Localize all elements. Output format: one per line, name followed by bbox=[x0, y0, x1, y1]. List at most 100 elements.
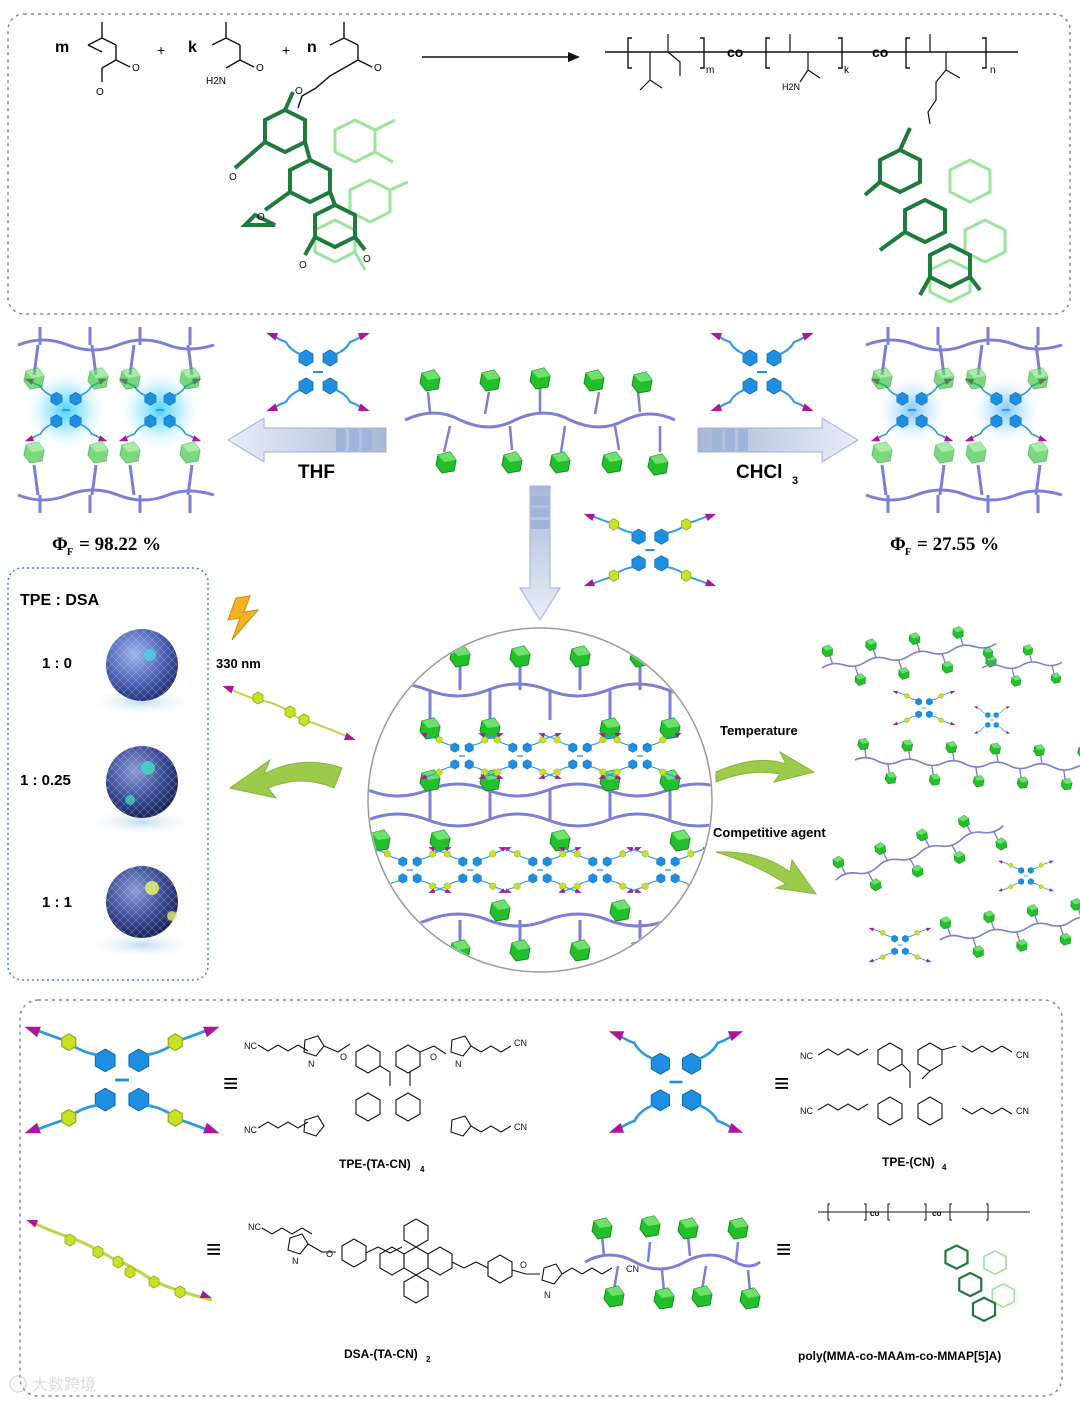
network-thf bbox=[17, 322, 215, 513]
label-text: DSA-(TA-CN) bbox=[344, 1347, 418, 1361]
disassembled-competitive bbox=[829, 805, 1080, 964]
legend-label-tpe-cn: TPE-(CN) 4 bbox=[882, 1155, 947, 1172]
label-text: TPE-(CN) bbox=[882, 1155, 935, 1169]
label-text: Φ bbox=[890, 534, 906, 555]
o-label-2: O bbox=[96, 87, 104, 98]
green-arrow-temperature bbox=[715, 750, 816, 783]
dsa-molecule-small bbox=[220, 682, 358, 744]
legend-tpe-ta-cn-atoms: NC CN NC CN O O N N bbox=[244, 1038, 527, 1135]
legend-tpe-cn-structure bbox=[817, 1042, 1013, 1126]
green-arrow-left bbox=[228, 758, 343, 799]
scheme-box bbox=[7, 13, 1071, 315]
solvent-chcl-sub: 3 bbox=[792, 475, 798, 487]
plus-2: + bbox=[282, 42, 290, 58]
sub-m: m bbox=[706, 65, 714, 76]
legend-n-1: N bbox=[308, 1059, 315, 1069]
legend-polymer-structure: co co bbox=[818, 1203, 1030, 1323]
monomer-mma: m O O + bbox=[55, 22, 165, 98]
legend-box bbox=[19, 999, 1063, 1397]
legend-n-3: N bbox=[292, 1256, 299, 1266]
legend-n-2: N bbox=[455, 1059, 462, 1069]
legend-label-polymer: poly(MMA-co-MAAm-co-MMAP[5]A) bbox=[798, 1349, 1001, 1363]
polymer-chain-center bbox=[404, 367, 676, 476]
legend-o-3: O bbox=[326, 1249, 333, 1259]
ratio-2: 1 : 0.25 bbox=[20, 772, 71, 789]
equiv-3: ≡ bbox=[206, 1234, 221, 1264]
legend-co-1: co bbox=[870, 1209, 879, 1218]
legend-label-dsa: DSA-(TA-CN) 2 bbox=[344, 1347, 431, 1364]
pillararene-structure-left: O O O O O bbox=[229, 86, 409, 271]
legend-nc-3: NC bbox=[800, 1051, 813, 1061]
legend-tpe-cn-atoms: NC CN NC CN bbox=[800, 1050, 1029, 1116]
legend-cn-1: CN bbox=[514, 1038, 527, 1048]
legend-cn-5: CN bbox=[626, 1264, 639, 1274]
legend-polymer-cartoon bbox=[584, 1215, 761, 1310]
monomer-mmap5a: n O bbox=[297, 22, 382, 109]
pillararene-structure-right bbox=[863, 127, 1007, 304]
o-label-4: O bbox=[374, 63, 382, 74]
co-2: co bbox=[872, 44, 888, 60]
monomer-maam: k O H2N + bbox=[188, 22, 290, 87]
equiv-4: ≡ bbox=[776, 1234, 791, 1264]
legend-o-2: O bbox=[430, 1052, 437, 1062]
disassembled-temperature bbox=[819, 622, 1080, 792]
green-arrow-competitive bbox=[715, 851, 818, 895]
legend-tpe-cn-cartoon bbox=[607, 1026, 745, 1137]
tpe-molecule-right bbox=[709, 329, 815, 415]
phi-thf-value: = 98.22 % bbox=[79, 534, 161, 555]
co-1: co bbox=[727, 44, 743, 60]
lightning-icon bbox=[227, 595, 260, 641]
legend-o-1: O bbox=[340, 1052, 347, 1062]
legend-dsa-structure bbox=[261, 1218, 613, 1304]
o-ring-4: O bbox=[299, 260, 307, 271]
coef-m: m bbox=[55, 39, 69, 56]
legend-nc-5: NC bbox=[248, 1222, 261, 1232]
ratio-3: 1 : 1 bbox=[42, 894, 72, 911]
label-text: F bbox=[67, 547, 73, 558]
phi-chcl3-value: = 27.55 % bbox=[917, 534, 999, 555]
network-chcl3 bbox=[865, 327, 1063, 513]
legend-cn-2: CN bbox=[514, 1122, 527, 1132]
phi-chcl3: Φ F = 27.55 % bbox=[890, 534, 999, 558]
phi-thf: Φ F = 98.22 % bbox=[52, 534, 161, 558]
o-ring-1: O bbox=[295, 86, 303, 97]
ratio-panel bbox=[7, 567, 209, 981]
o-ring-3: O bbox=[257, 212, 265, 223]
legend-cn-4: CN bbox=[1016, 1106, 1029, 1116]
equiv-2: ≡ bbox=[774, 1068, 789, 1098]
label-text: Φ bbox=[52, 534, 68, 555]
legend-nc-1: NC bbox=[244, 1041, 257, 1051]
stimulus-competitive-agent: Competitive agent bbox=[713, 825, 826, 840]
solvent-chcl: CHCl bbox=[736, 462, 782, 483]
arrow-to-thf bbox=[227, 417, 387, 463]
label-text: 4 bbox=[420, 1165, 425, 1174]
legend-tpe-ta-cn-structure bbox=[257, 1035, 512, 1137]
nh2-label: H2N bbox=[206, 76, 226, 87]
network-circle bbox=[367, 627, 713, 973]
watermark: 大数跨境 bbox=[9, 1375, 96, 1394]
solvent-thf: THF bbox=[298, 462, 335, 483]
legend-dsa-atoms: NC CN N O O N bbox=[248, 1222, 639, 1300]
label-text: 2 bbox=[426, 1355, 431, 1364]
legend-nc-2: NC bbox=[244, 1125, 257, 1135]
stimulus-temperature: Temperature bbox=[720, 723, 798, 738]
ratio-1: 1 : 0 bbox=[42, 655, 72, 672]
o-label-3: O bbox=[256, 63, 264, 74]
label-text: F bbox=[905, 547, 911, 558]
legend-label-tpe-ta-cn: TPE-(TA-CN) 4 bbox=[339, 1157, 425, 1174]
o-label-1: O bbox=[132, 63, 140, 74]
legend-cn-3: CN bbox=[1016, 1050, 1029, 1060]
legend-tpe-ta-cn-cartoon bbox=[23, 1021, 222, 1138]
ratio-title: TPE : DSA bbox=[20, 592, 100, 609]
sub-k: k bbox=[844, 65, 850, 76]
tpe-molecule-left bbox=[265, 329, 371, 415]
tpe-ta-molecule-center bbox=[583, 510, 718, 589]
legend-co-2: co bbox=[932, 1209, 941, 1218]
o-ring-2: O bbox=[229, 172, 237, 183]
coef-k: k bbox=[188, 39, 197, 56]
equiv-1: ≡ bbox=[223, 1068, 238, 1098]
polymer-product: m co k co n H2N bbox=[605, 34, 1018, 125]
reaction-arrow bbox=[422, 52, 580, 62]
sub-n: n bbox=[990, 65, 996, 76]
